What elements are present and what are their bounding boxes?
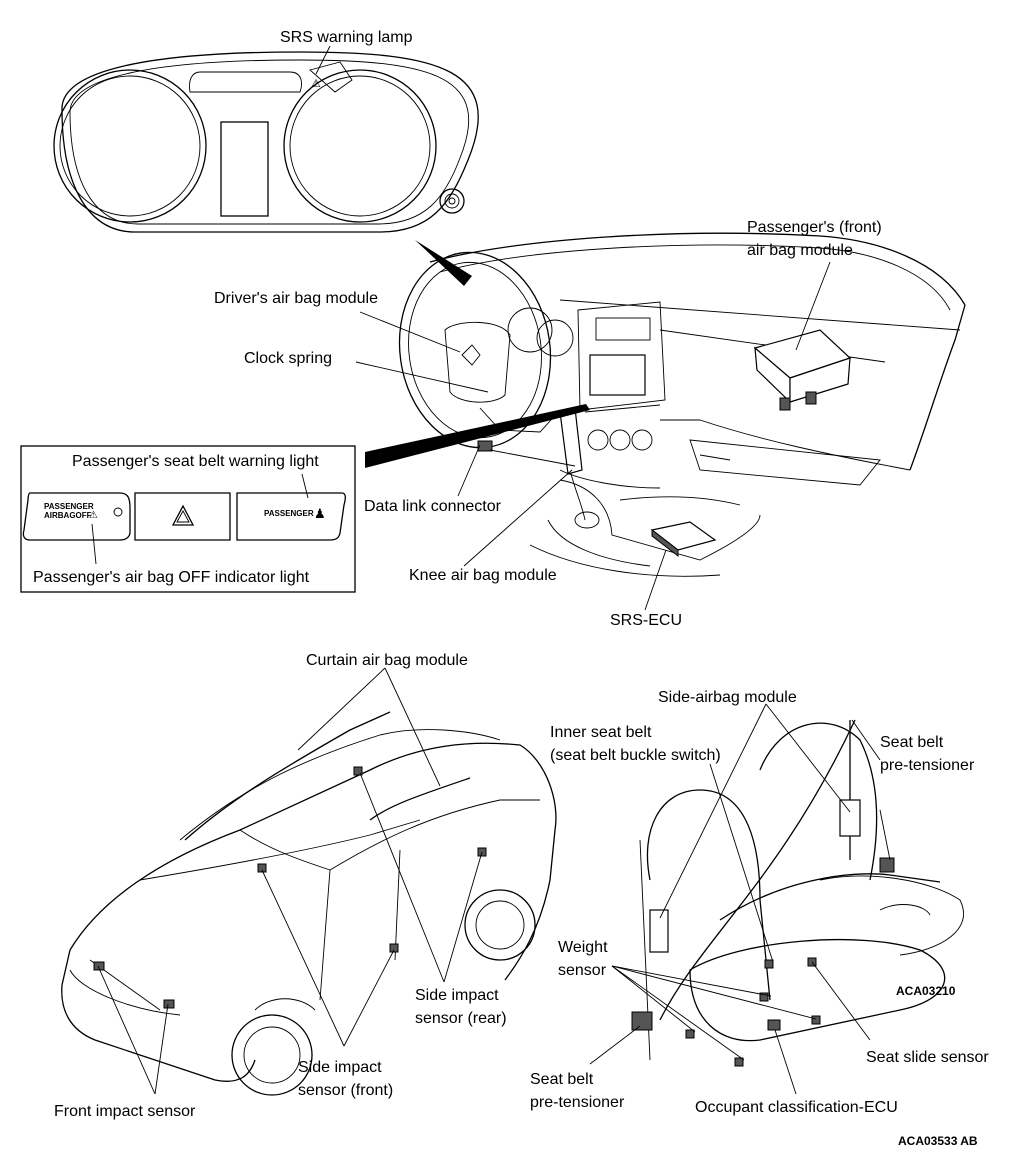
switch-panel-callout: PASSENGER AIRBAGOFF ⚠ PASSENGER ♟ xyxy=(20,404,590,593)
figure-code-seat: ACA03210 xyxy=(896,984,956,998)
label-passenger-front-air-bag-line1: Passenger's (front) xyxy=(747,219,882,236)
label-side-impact-front-line2: sensor (front) xyxy=(298,1082,393,1099)
callout-labels: SRS warning lamp Passenger's (front) air… xyxy=(33,29,989,1148)
label-seat-slide-sensor: Seat slide sensor xyxy=(866,1049,989,1066)
label-seat-belt-pretensioner-bottom-line1: Seat belt xyxy=(530,1071,594,1088)
airbag-warning-symbol-icon: ⚠ xyxy=(311,77,321,90)
label-occupant-classification-ecu: Occupant classification-ECU xyxy=(695,1099,898,1116)
label-knee-air-bag-module: Knee air bag module xyxy=(409,567,557,584)
label-side-impact-front-line1: Side impact xyxy=(298,1059,382,1076)
label-seat-belt-pretensioner-bottom-line2: pre-tensioner xyxy=(530,1094,625,1111)
label-passenger-seat-belt-warning-light: Passenger's seat belt warning light xyxy=(72,453,319,470)
vehicle-drawing xyxy=(61,711,557,1096)
label-driver-air-bag-module: Driver's air bag module xyxy=(214,290,378,307)
label-clock-spring: Clock spring xyxy=(244,350,332,367)
label-side-impact-rear-line2: sensor (rear) xyxy=(415,1010,507,1027)
figure-code-main: ACA03533 AB xyxy=(898,1134,978,1148)
seatbelt-warning-symbol-icon: ♟ xyxy=(314,507,326,522)
label-side-impact-rear-line1: Side impact xyxy=(415,987,499,1004)
label-passenger-front-air-bag-line2: air bag module xyxy=(747,242,853,259)
label-side-airbag-module: Side-airbag module xyxy=(658,689,797,706)
label-srs-ecu: SRS-ECU xyxy=(610,612,682,629)
label-inner-seat-belt-line2: (seat belt buckle switch) xyxy=(550,747,721,764)
instrument-cluster: ⚠ xyxy=(53,51,479,233)
hazard-warning-icon xyxy=(171,504,195,526)
label-data-link-connector: Data link connector xyxy=(364,498,502,515)
label-weight-sensor-line2: sensor xyxy=(558,962,607,979)
seatbelt-switch-text: PASSENGER xyxy=(264,509,314,518)
airbag-off-switch-text-2: AIRBAGOFF xyxy=(44,511,92,520)
label-curtain-air-bag-module: Curtain air bag module xyxy=(306,652,468,669)
airbag-off-symbol-icon: ⚠ xyxy=(89,510,98,521)
label-seat-belt-pretensioner-top-line2: pre-tensioner xyxy=(880,757,975,774)
label-inner-seat-belt-line1: Inner seat belt xyxy=(550,724,652,741)
label-passenger-air-bag-off-indicator: Passenger's air bag OFF indicator light xyxy=(33,569,310,586)
dashboard-drawing xyxy=(398,232,966,577)
leader-lines xyxy=(91,45,891,1095)
label-seat-belt-pretensioner-top-line1: Seat belt xyxy=(880,734,944,751)
label-front-impact-sensor: Front impact sensor xyxy=(54,1103,196,1120)
label-srs-warning-lamp: SRS warning lamp xyxy=(280,29,413,46)
airbag-off-switch-text-1: PASSENGER xyxy=(44,502,94,511)
label-weight-sensor-line1: Weight xyxy=(558,939,608,956)
